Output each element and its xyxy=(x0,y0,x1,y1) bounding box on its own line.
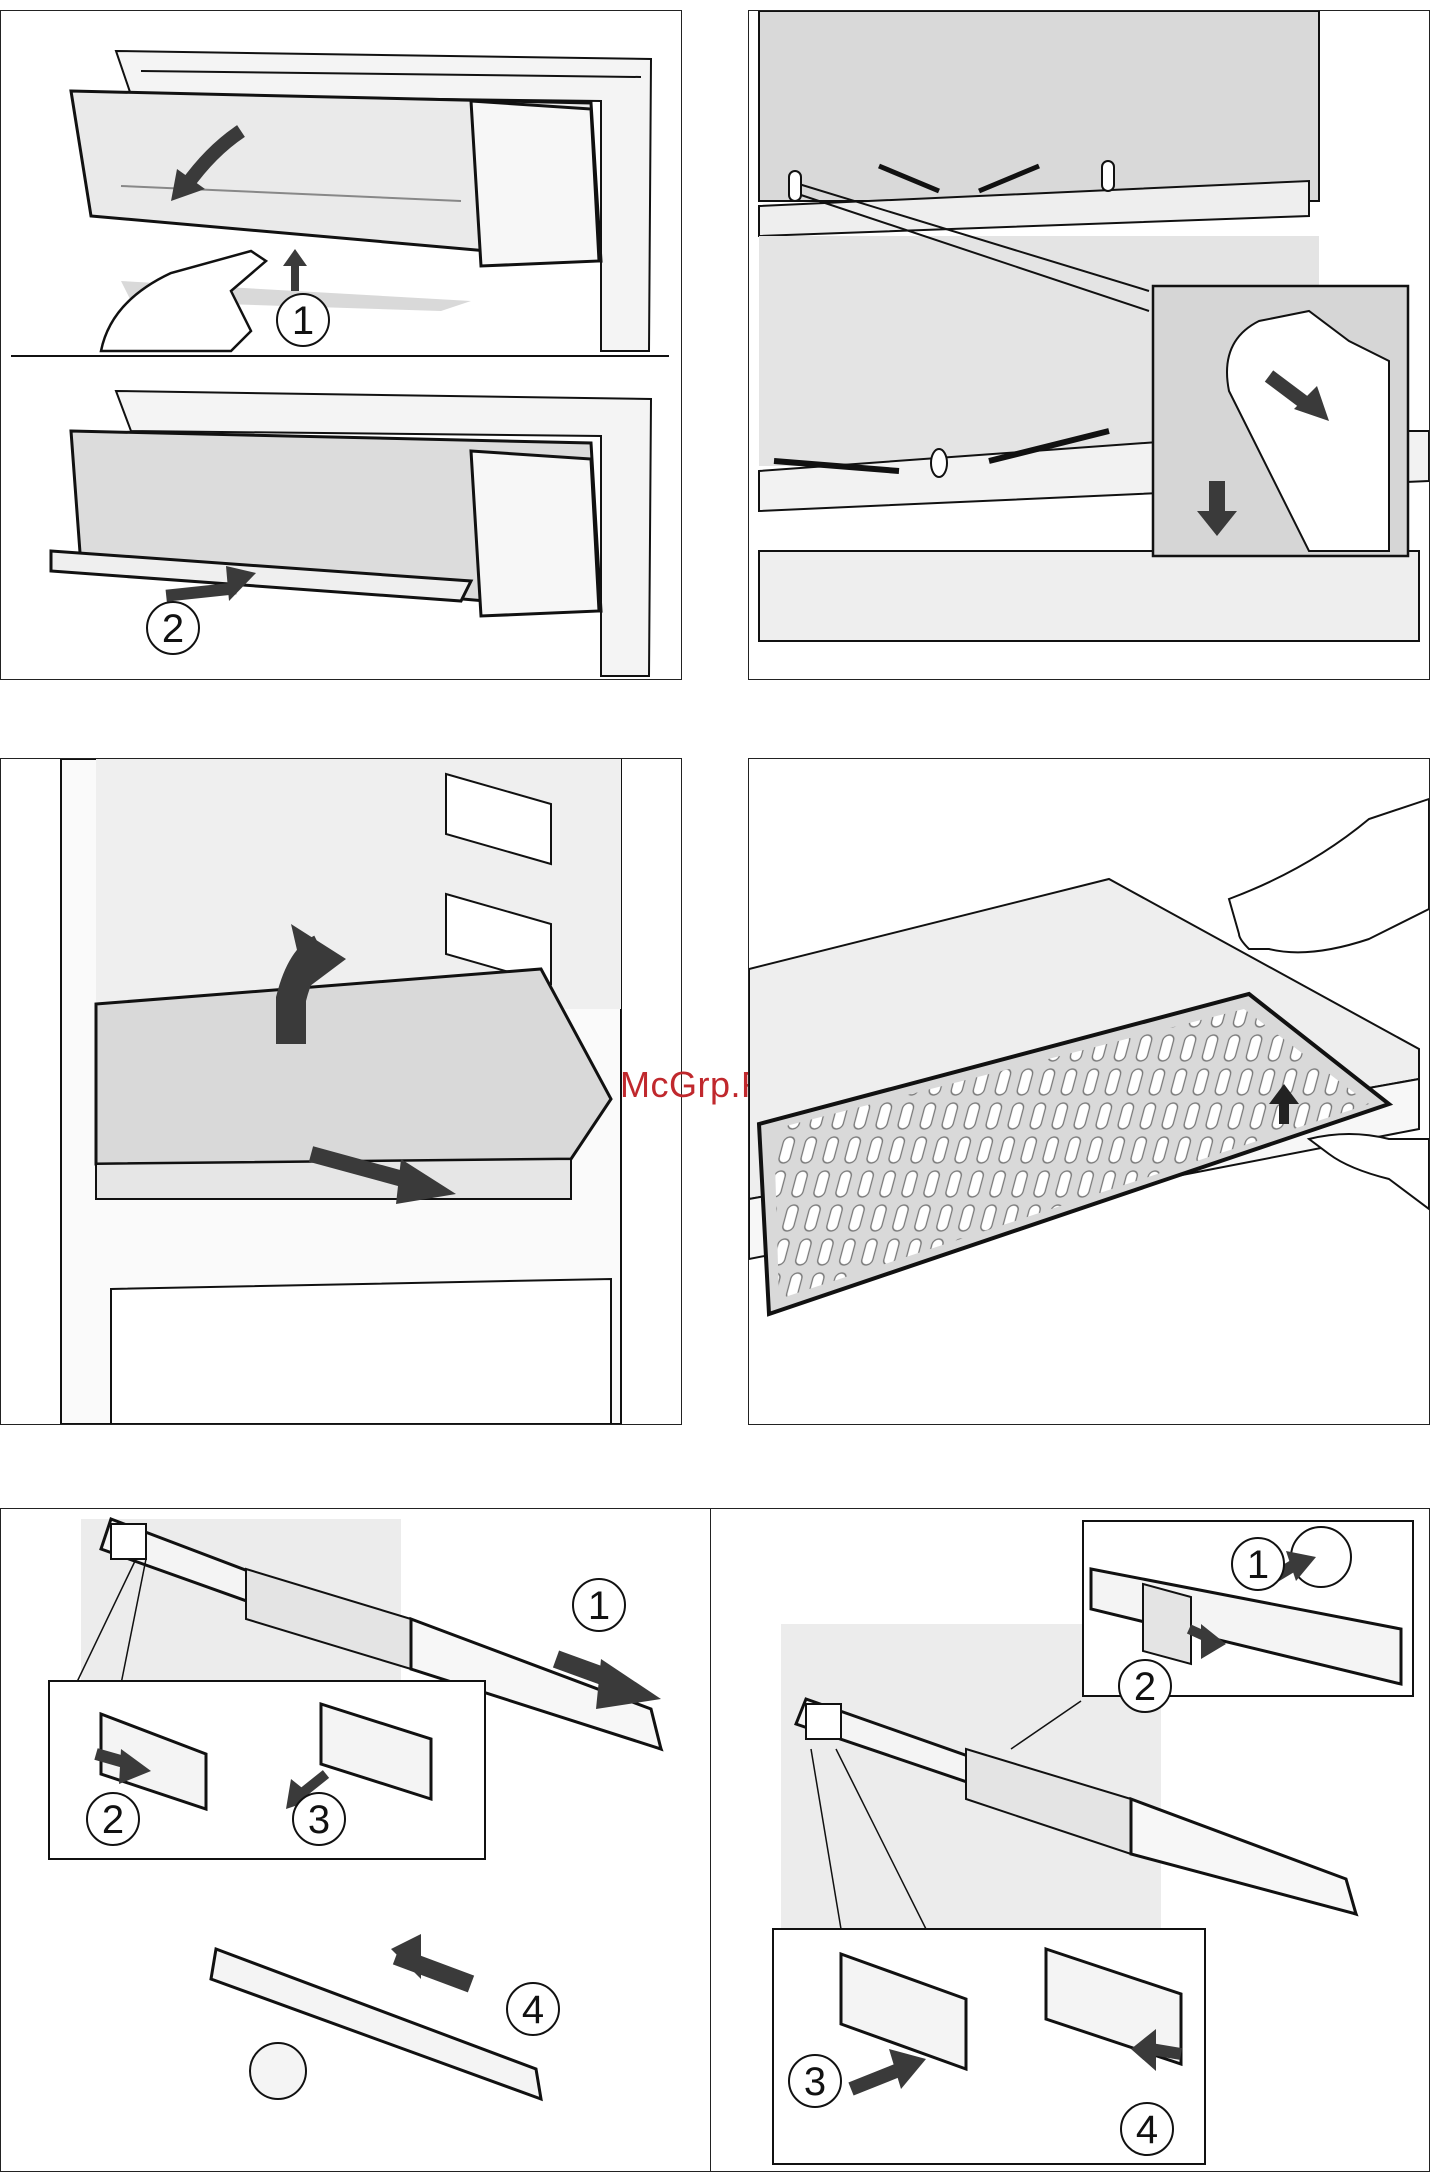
step-number-1: 1 xyxy=(292,299,314,343)
illustration-rail-removal: 1 2 3 4 xyxy=(0,1508,711,2172)
drawer-slide-illustration xyxy=(51,391,651,676)
step-badge-3: 3 xyxy=(789,2055,841,2107)
step-number-2: 2 xyxy=(1134,1665,1156,1709)
illustration-rail-installation: 1 2 3 4 xyxy=(710,1508,1430,2172)
step-badge-2: 2 xyxy=(1119,1660,1171,1712)
step-number-3: 3 xyxy=(804,2060,826,2104)
step-number-4: 4 xyxy=(1136,2108,1158,2152)
step-badge-1: 1 xyxy=(277,294,329,346)
illustration-drawer-front-removal: 1 2 xyxy=(0,10,682,680)
step-number-1: 1 xyxy=(588,1584,610,1628)
step-badge-2: 2 xyxy=(87,1793,139,1845)
step-badge-2: 2 xyxy=(147,602,199,654)
step-badge-3: 3 xyxy=(293,1793,345,1845)
step-number-2: 2 xyxy=(162,607,184,651)
step-number-4: 4 xyxy=(522,1988,544,2032)
step-badge-4: 4 xyxy=(507,1983,559,2035)
step-number-1: 1 xyxy=(1247,1543,1269,1587)
step-badge-4: 4 xyxy=(1121,2103,1173,2155)
inset-detail-clip xyxy=(1153,286,1408,556)
step-badge-1: 1 xyxy=(1232,1538,1284,1590)
step-badge-1: 1 xyxy=(573,1579,625,1631)
illustration-vegetable-drawer xyxy=(0,758,682,1425)
illustration-shelf-grid-insert xyxy=(748,758,1430,1425)
illustration-shelf-release xyxy=(748,10,1430,680)
step-number-2: 2 xyxy=(102,1798,124,1842)
drawer-tilt-illustration xyxy=(71,51,651,351)
step-number-3: 3 xyxy=(308,1798,330,1842)
